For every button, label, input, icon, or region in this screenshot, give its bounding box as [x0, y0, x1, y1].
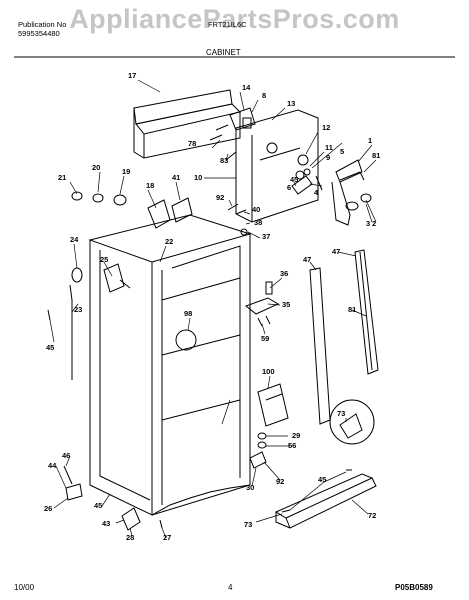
part-hardware-37-40 [227, 203, 248, 236]
callout-45: 45 [318, 475, 326, 484]
section-title: CABINET [206, 48, 241, 57]
callout-59: 59 [261, 334, 269, 343]
publication-number: 5995354480 [18, 29, 60, 38]
part-control-panel [235, 109, 319, 223]
callout-72: 72 [368, 511, 376, 520]
part-detail-73 [329, 399, 375, 445]
callout-3: 3 [366, 219, 370, 228]
part-toe-grille [274, 473, 377, 529]
callout-28: 28 [126, 533, 134, 542]
callout-leaders [49, 79, 377, 539]
part-top-channel [133, 89, 241, 159]
callout-83: 83 [220, 156, 228, 165]
callout-2: 2 [372, 219, 376, 228]
model-number: FRT21IL6C [208, 20, 247, 29]
callout-40: 40 [252, 205, 260, 214]
part-hinge-25 [103, 263, 125, 293]
callout-27: 27 [163, 533, 171, 542]
callout-98: 98 [184, 309, 192, 318]
callout-56: 56 [288, 441, 296, 450]
callout-73: 73 [244, 520, 252, 529]
publication-header: Publication No 5995354480 [18, 20, 118, 38]
part-trim-strip-right [354, 249, 379, 375]
callout-100: 100 [262, 367, 275, 376]
callout-12: 12 [322, 123, 330, 132]
part-cabinet-shell [88, 214, 252, 516]
callout-22: 22 [165, 237, 173, 246]
callout-37: 37 [262, 232, 270, 241]
footer-date: 10/00 [14, 583, 35, 592]
callout-47: 47 [303, 255, 311, 264]
callout-14: 14 [242, 83, 251, 92]
part-screws-78-83 [209, 124, 237, 161]
part-bottom-hinge [121, 507, 163, 531]
callout-47: 47 [332, 247, 340, 256]
footer-diagram-code: P05B0589 [395, 583, 433, 592]
callout-78: 78 [188, 139, 196, 148]
part-screws-45 [281, 469, 352, 513]
callout-38: 38 [254, 218, 262, 227]
part-thermostat-bracket [229, 107, 256, 131]
part-light-cover [331, 159, 365, 226]
callout-13: 13 [287, 99, 295, 108]
callout-45: 45 [290, 175, 298, 184]
callout-18: 18 [146, 181, 154, 190]
part-hardware-29-56 [249, 432, 267, 469]
callout-44: 44 [48, 461, 57, 470]
callout-81: 81 [348, 305, 356, 314]
callout-45: 45 [46, 343, 54, 352]
callout-81: 81 [372, 151, 380, 160]
callout-21: 21 [58, 173, 66, 182]
callout-4: 4 [314, 188, 319, 197]
callout-46: 46 [62, 451, 70, 460]
callout-29: 29 [292, 431, 300, 440]
callout-36: 36 [280, 269, 288, 278]
part-knobs-2-3 [345, 193, 372, 211]
part-leveler-left [63, 465, 83, 501]
part-trim-strip-left [309, 267, 331, 425]
footer-page-number: 4 [228, 583, 233, 592]
callout-24: 24 [70, 235, 79, 244]
callout-10: 10 [194, 173, 202, 182]
callout-20: 20 [92, 163, 100, 172]
callout-23: 23 [74, 305, 82, 314]
part-door-hinge-pin [47, 267, 83, 380]
callout-41: 41 [172, 173, 180, 182]
callout-8: 8 [262, 91, 266, 100]
callout-9: 9 [326, 153, 330, 162]
callout-26: 26 [44, 504, 52, 513]
callout-19: 19 [122, 167, 130, 176]
part-shelf-support [244, 281, 280, 327]
callout-43: 43 [102, 519, 110, 528]
callout-92: 92 [216, 193, 224, 202]
callout-5: 5 [340, 147, 344, 156]
callout-35: 35 [282, 300, 290, 309]
callout-45: 45 [94, 501, 102, 510]
publication-label: Publication No [18, 20, 67, 29]
callout-92: 92 [276, 477, 284, 486]
callout-25: 25 [100, 255, 108, 264]
callout-1: 1 [368, 136, 372, 145]
callout-73: 73 [337, 409, 345, 418]
callout-6: 6 [287, 183, 291, 192]
part-bracket-100 [257, 383, 289, 427]
callout-11: 11 [325, 143, 333, 152]
callout-17: 17 [128, 71, 136, 80]
callout-30: 30 [246, 483, 254, 492]
part-fittings-19-20-21 [71, 191, 127, 206]
